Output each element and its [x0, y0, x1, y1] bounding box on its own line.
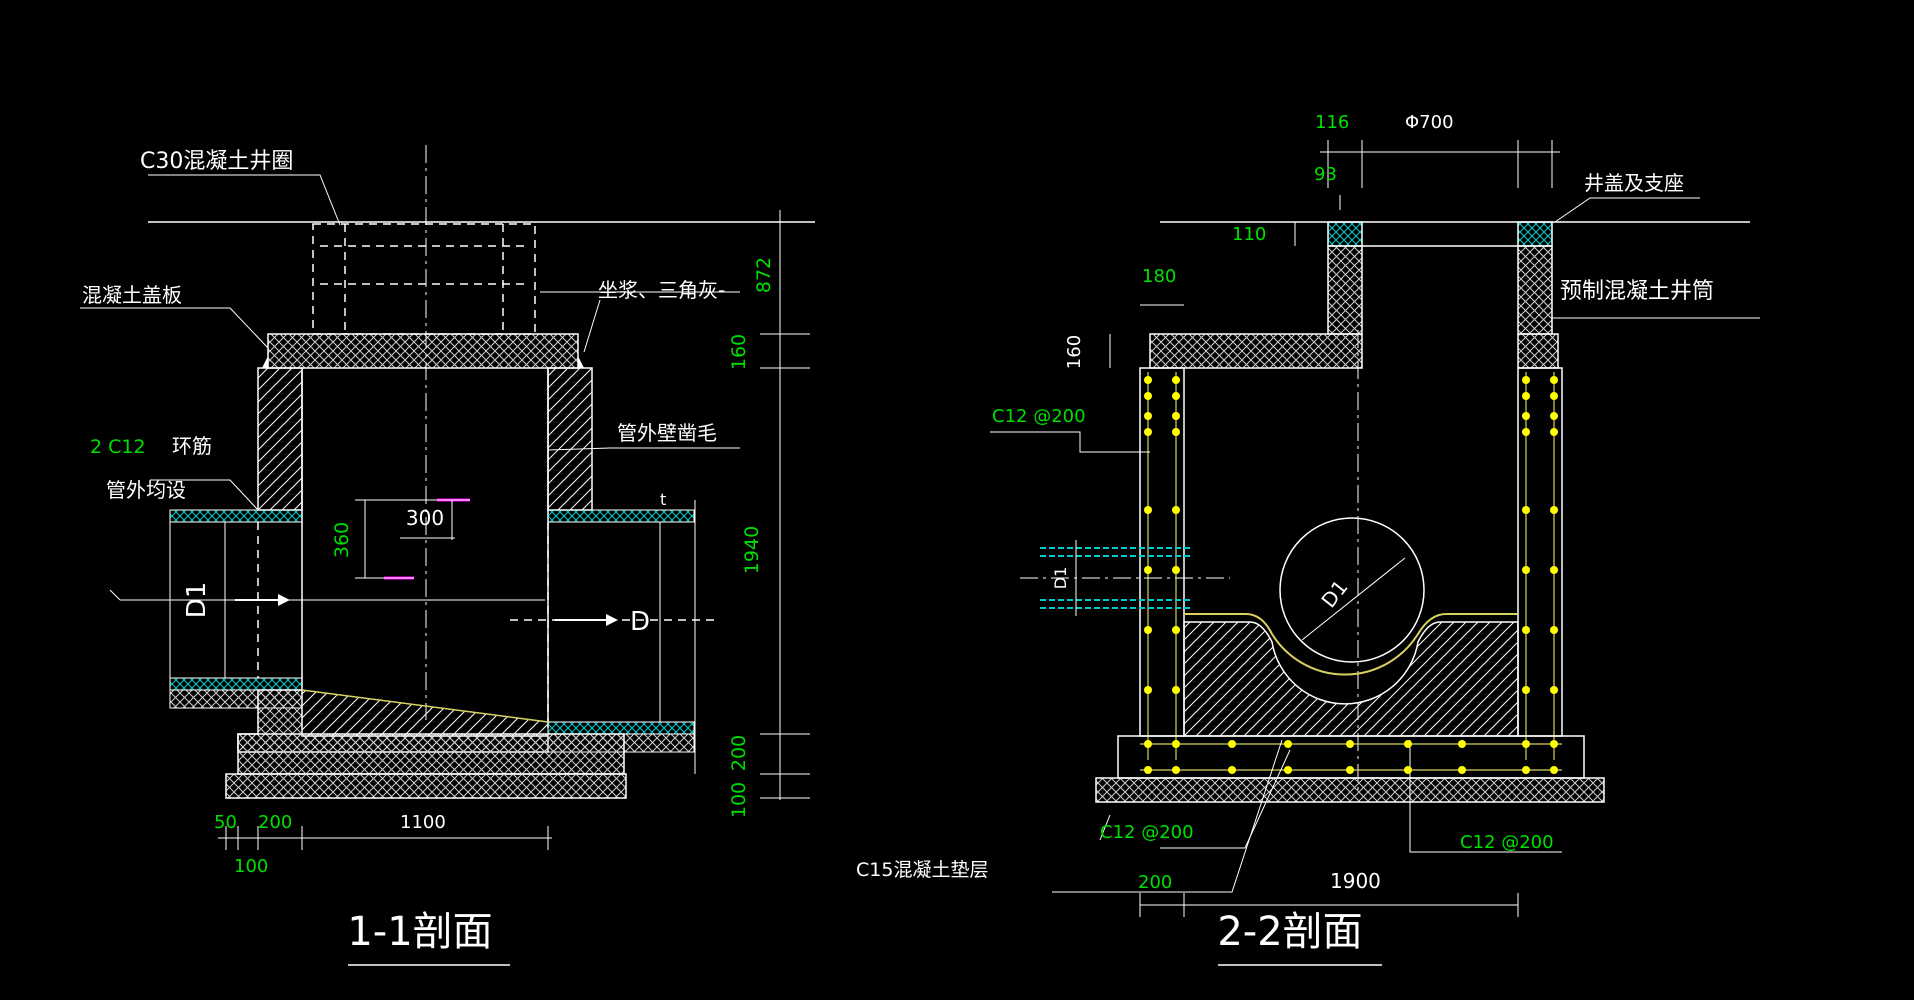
label-roughen: 管外壁凿毛 [617, 421, 717, 445]
cushion-2 [1095, 777, 1605, 803]
dim-t: t [660, 490, 666, 509]
cover-slab-2 [1149, 333, 1363, 369]
dim-93: 93 [1314, 164, 1337, 185]
cover-seat-left [1327, 221, 1363, 247]
dim-700: Φ700 [1405, 112, 1454, 133]
section-1-1: 1-1剖面 [80, 145, 815, 966]
label-cushion: C15混凝土垫层 [856, 859, 988, 881]
label-shaft: 预制混凝土井筒 [1560, 279, 1714, 304]
wall-left-2 [1139, 367, 1185, 737]
rebar-dots [1144, 376, 1558, 774]
dim-100: 100 [728, 782, 750, 818]
dim-300: 300 [406, 506, 444, 530]
label-rebar-count: 2 C12 [90, 436, 146, 458]
dim-116: 116 [1315, 112, 1349, 133]
wall-left [257, 367, 303, 511]
concrete-ring [312, 223, 536, 335]
dim-200: 200 [728, 735, 750, 771]
wall-right [547, 367, 593, 511]
dim-160-2: 160 [1064, 335, 1085, 369]
dim-b100: 100 [234, 856, 268, 877]
cover-slab [267, 333, 579, 369]
dim-b1100: 1100 [400, 812, 446, 833]
base-slab [237, 733, 625, 775]
cover-seat-right [1517, 221, 1553, 247]
mortar-fillet-left [262, 356, 268, 368]
cushion-1 [225, 773, 627, 799]
dim-b200-2: 200 [1138, 872, 1172, 893]
label-cover: 混凝土盖板 [82, 283, 182, 307]
section-1-title: 1-1剖面 [347, 909, 492, 955]
pipe-band-left-bottom [169, 677, 303, 691]
dim-360: 360 [331, 522, 353, 558]
label-pipe-in: D1 [182, 582, 212, 619]
pipe-circle [1279, 517, 1425, 663]
dim-180: 180 [1142, 266, 1176, 287]
label-pipe-out: D [630, 607, 650, 637]
section-2-title: 2-2剖面 [1217, 909, 1362, 955]
mortar-fillet-right [578, 356, 584, 368]
benching [301, 689, 549, 737]
label-rebar-wall: C12 @200 [992, 406, 1086, 427]
label-hoop: 环筋 [172, 434, 212, 458]
label-rebar-base-2: C12 @200 [1460, 832, 1554, 853]
section-2-2: 2-2剖面 [990, 140, 1760, 966]
shaft-right [1517, 245, 1553, 335]
pipe-band-right-top [547, 509, 695, 523]
dim-b50: 50 [214, 812, 237, 833]
dim-110: 110 [1232, 224, 1266, 245]
dim-b200: 200 [258, 812, 292, 833]
label-pipe-outer: 管外均设 [106, 478, 186, 502]
dim-160: 160 [728, 334, 750, 370]
shaft-left [1327, 245, 1363, 335]
label-pipe-side: D1 [1051, 567, 1070, 590]
dim-1940: 1940 [741, 526, 763, 574]
label-rebar-base-1: C12 @200 [1100, 822, 1194, 843]
wall-right-2 [1517, 367, 1563, 737]
label-pipe: D1 [1316, 575, 1352, 612]
pipe-band-left-top [169, 509, 303, 523]
benching-2 [1183, 621, 1519, 737]
dim-872: 872 [753, 257, 775, 293]
dim-b1900: 1900 [1330, 869, 1381, 893]
label-cover-seat: 井盖及支座 [1584, 171, 1684, 195]
label-ring: C30混凝土井圈 [140, 149, 293, 174]
label-mortar: 坐浆、三角灰- [598, 278, 725, 302]
pipe-band-right-bottom [547, 721, 695, 735]
